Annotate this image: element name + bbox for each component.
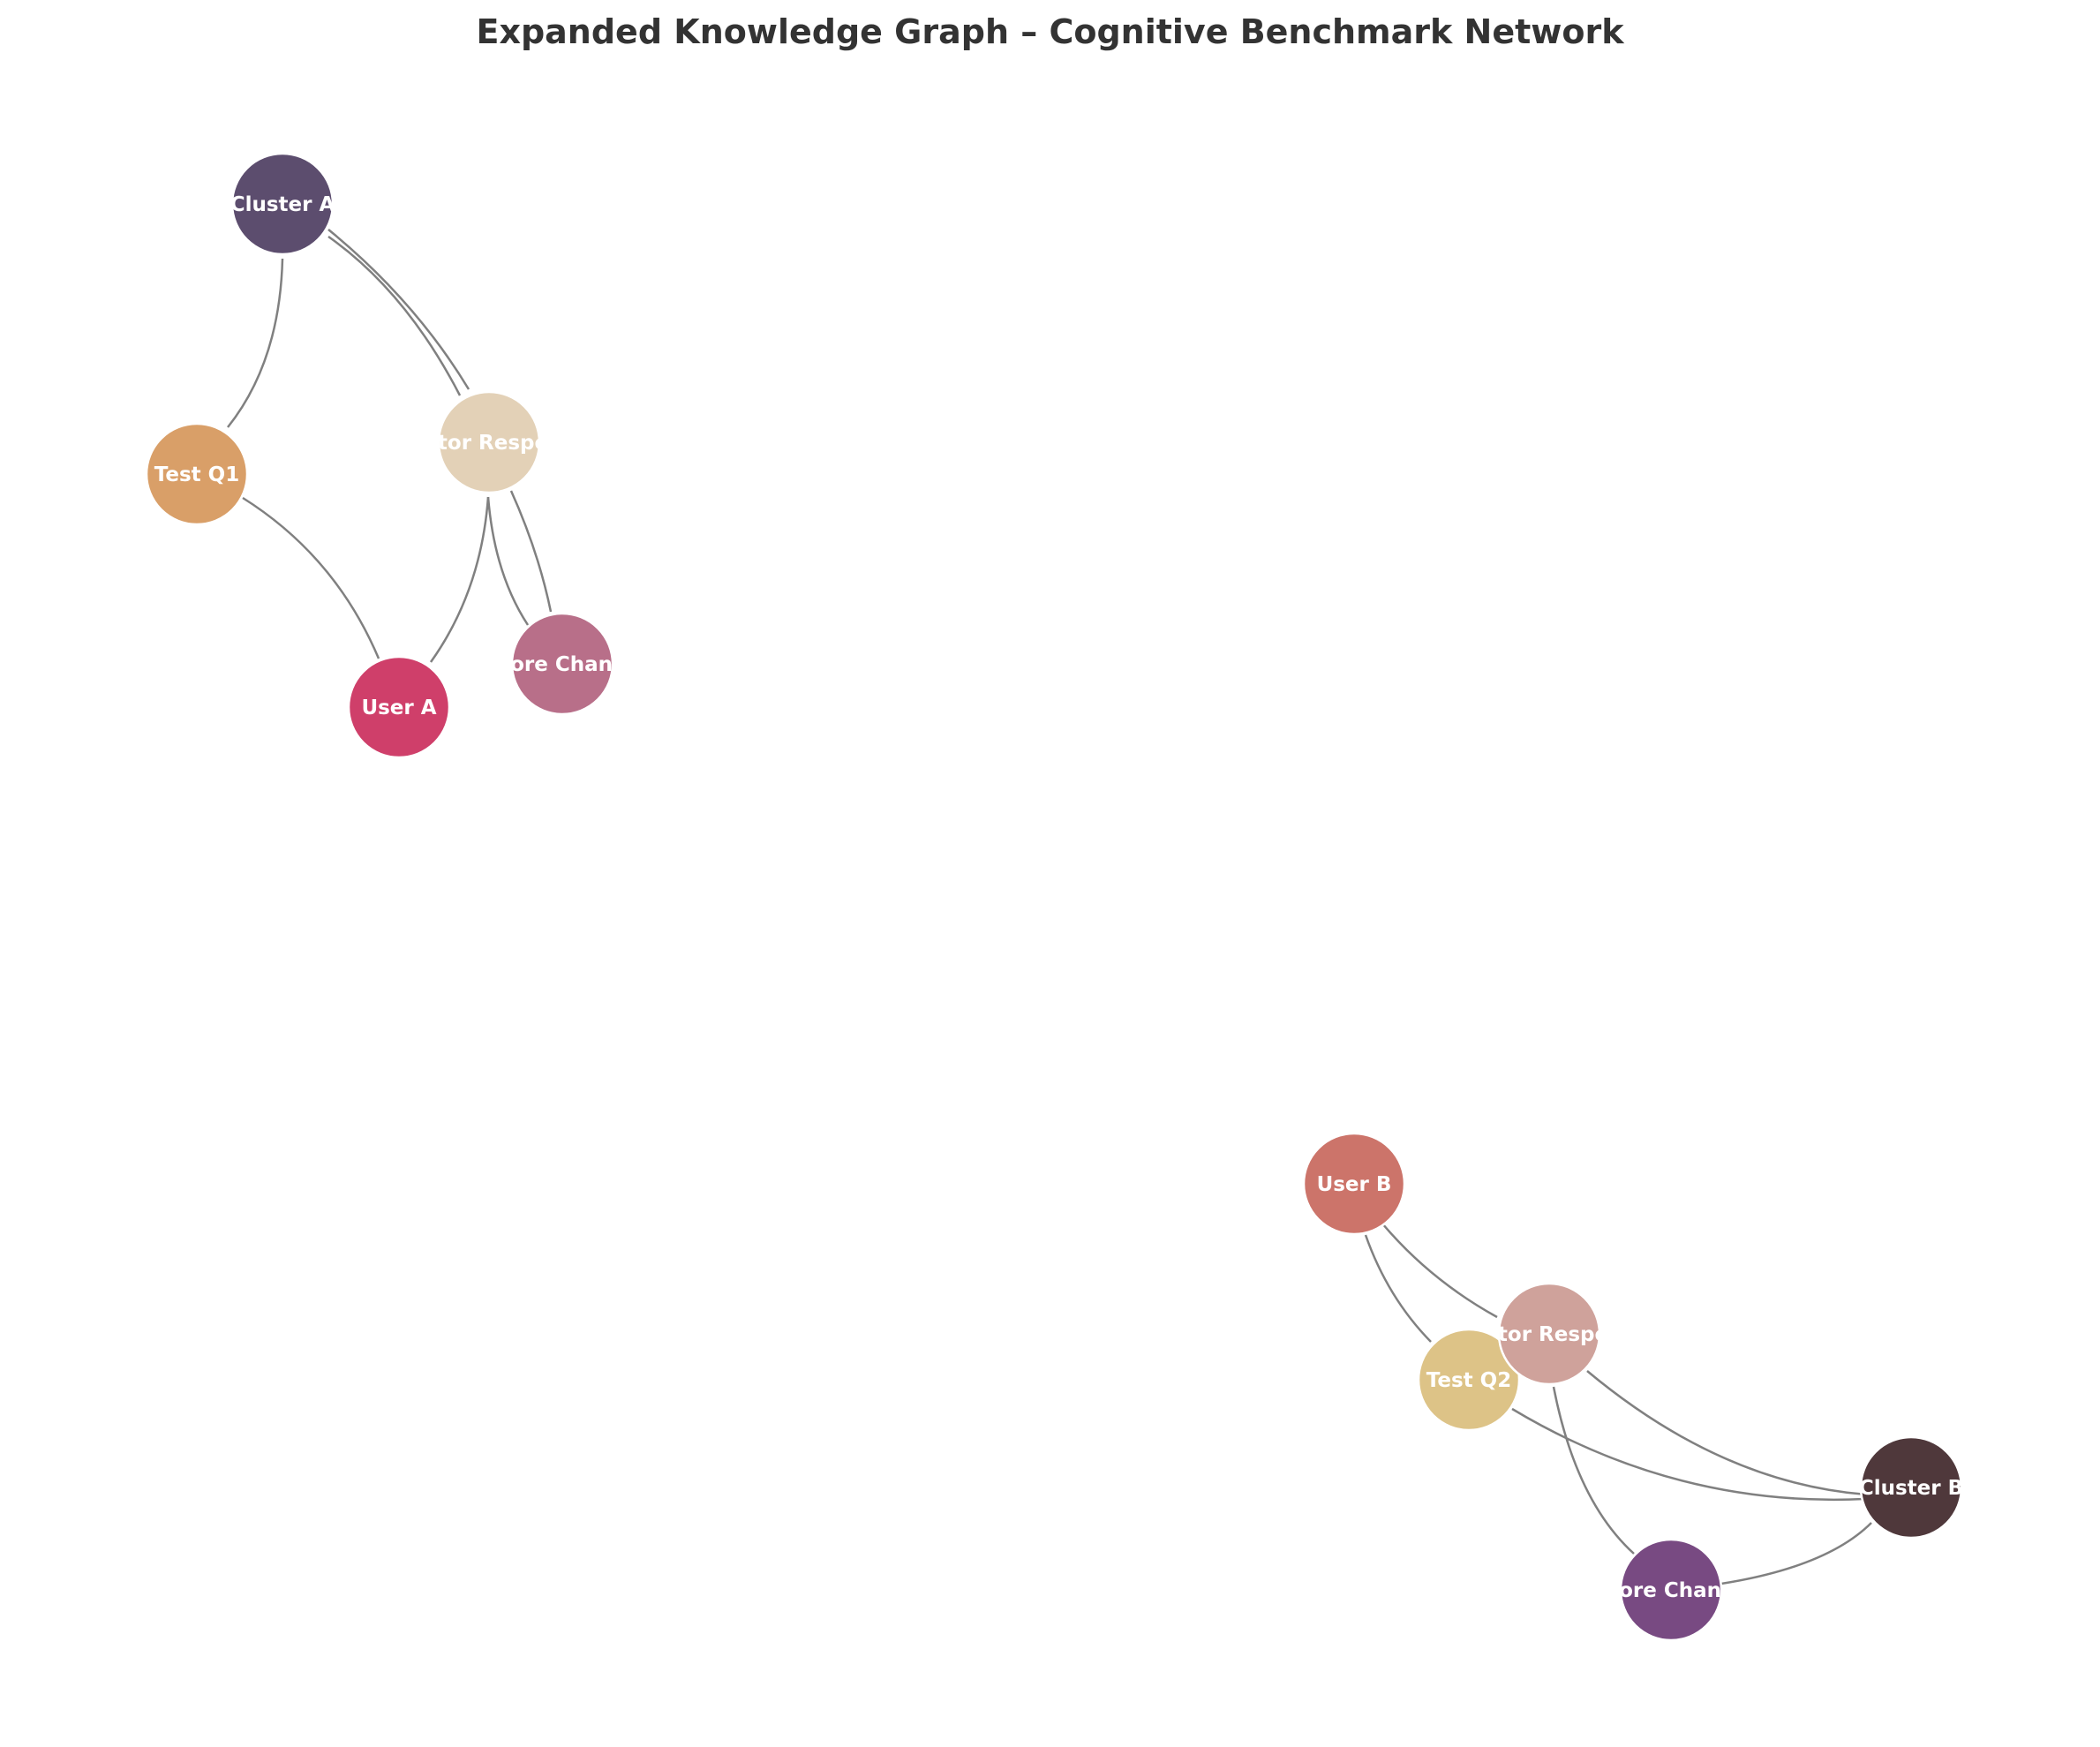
node-label-mentor-response-a: Mentor Response xyxy=(389,432,589,455)
edge-user-b-test-q2 xyxy=(1364,1234,1432,1343)
node-label-cluster-b: Cluster B xyxy=(1859,1477,1963,1500)
nodes-layer: Cluster A Test Q1 Mentor Response Score … xyxy=(145,152,1963,1642)
edge-mentor-response-score-change-2 xyxy=(509,490,553,613)
node-test-q2[interactable]: Test Q2 xyxy=(1417,1328,1521,1432)
edge-score-change-cluster-b xyxy=(1720,1522,1872,1585)
edge-cluster-a-mentor-response-2 xyxy=(327,235,462,396)
node-mentor-response-a[interactable]: Mentor Response xyxy=(389,390,589,494)
graph-title: Expanded Knowledge Graph – Cognitive Ben… xyxy=(476,12,1624,51)
node-label-score-change-a: Score Change xyxy=(484,653,641,676)
edge-cluster-a-test-q1 xyxy=(227,258,284,428)
node-cluster-b[interactable]: Cluster B xyxy=(1859,1435,1963,1540)
edge-mentor-response-score-change-1 xyxy=(486,496,530,626)
edge-mentor-response-score-change xyxy=(1552,1386,1635,1555)
node-label-user-b: User B xyxy=(1317,1173,1392,1196)
node-label-test-q1: Test Q1 xyxy=(154,463,239,486)
node-label-user-a: User A xyxy=(361,697,436,719)
node-mentor-response-b[interactable]: Mentor Response xyxy=(1449,1282,1649,1386)
edge-mentor-response-cluster-b xyxy=(1586,1370,1867,1496)
node-score-change-a[interactable]: Score Change xyxy=(484,612,641,716)
node-test-q1[interactable]: Test Q1 xyxy=(145,422,249,526)
node-cluster-a[interactable]: Cluster A xyxy=(230,152,335,256)
edge-mentor-response-user-a xyxy=(429,496,490,663)
node-user-b[interactable]: User B xyxy=(1302,1132,1406,1236)
node-label-mentor-response-b: Mentor Response xyxy=(1449,1323,1649,1346)
edge-cluster-a-mentor-response-1 xyxy=(327,229,470,390)
node-score-change-b[interactable]: Score Change xyxy=(1592,1538,1750,1642)
node-user-a[interactable]: User A xyxy=(347,655,451,759)
node-label-test-q2: Test Q2 xyxy=(1426,1369,1511,1392)
edge-user-b-mentor-response xyxy=(1381,1223,1498,1319)
node-label-score-change-b: Score Change xyxy=(1592,1579,1750,1602)
edge-test-q2-cluster-b xyxy=(1511,1407,1865,1502)
node-label-cluster-a: Cluster A xyxy=(230,193,335,216)
edges-layer xyxy=(227,229,1872,1585)
edge-test-q1-user-a xyxy=(242,496,380,659)
